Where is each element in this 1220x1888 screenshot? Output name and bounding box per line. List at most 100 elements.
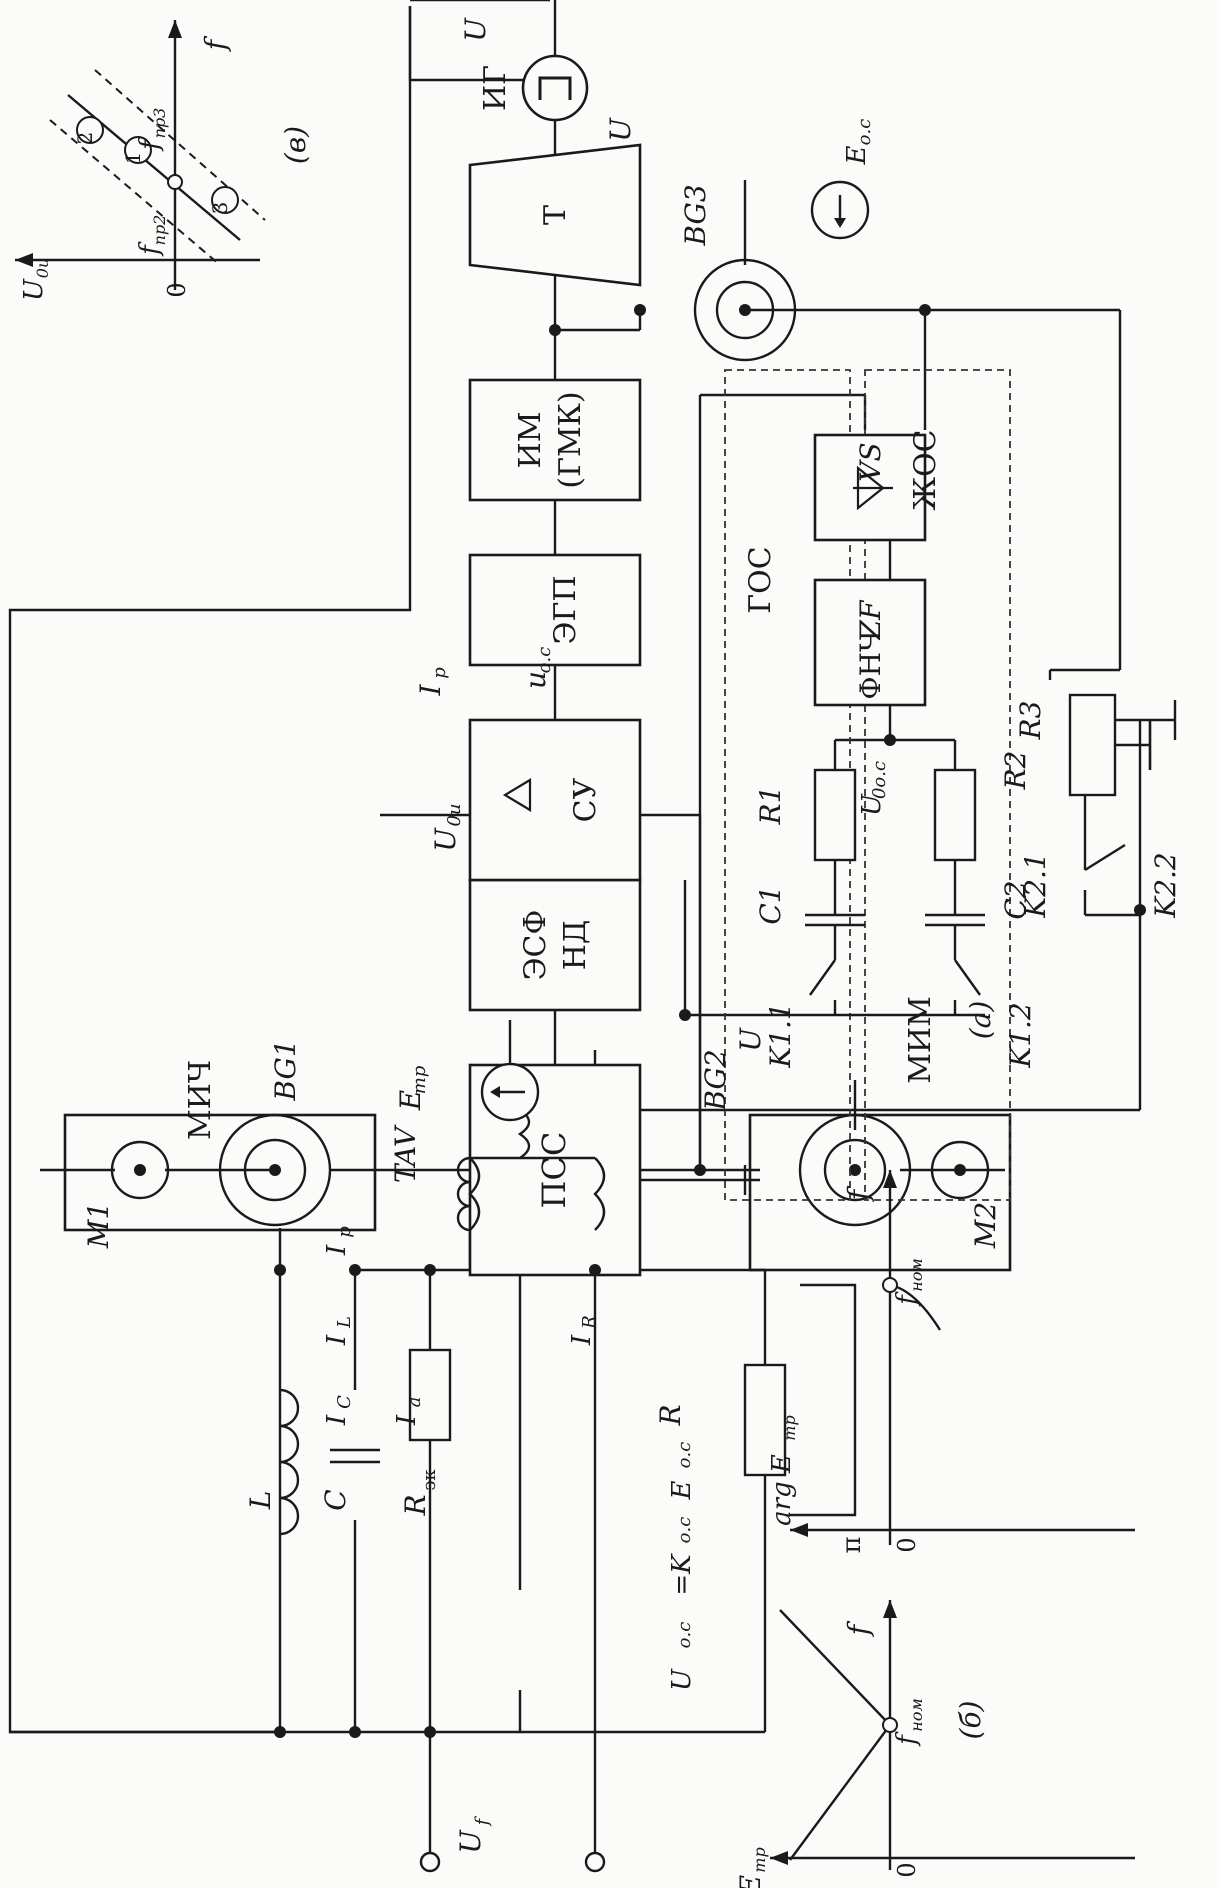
uos-eq-k-sub: о.с bbox=[674, 1517, 695, 1544]
r3-label: R3 bbox=[1014, 701, 1047, 741]
v-line3-label: 3 bbox=[208, 202, 232, 215]
b1-fnom: f bbox=[892, 1731, 922, 1747]
ir-label: I bbox=[567, 1334, 597, 1346]
c1-label: C1 bbox=[754, 885, 787, 924]
su-label: СУ bbox=[568, 777, 603, 822]
v-fpr2-sub: пр2 bbox=[150, 215, 169, 246]
arg-etr-step bbox=[790, 1283, 857, 1517]
etr-label: E bbox=[394, 1090, 427, 1111]
u0i-sub: 0и bbox=[444, 803, 465, 826]
bg1-label: BG1 bbox=[269, 1039, 302, 1101]
rek-resistor bbox=[408, 1348, 452, 1442]
su-amp-triangle bbox=[502, 778, 532, 812]
ic-sub: C bbox=[334, 1395, 355, 1409]
etr-right-branch bbox=[779, 1609, 891, 1726]
u0os-label: U bbox=[857, 793, 887, 816]
ip-su-sub: р bbox=[429, 667, 450, 679]
bg2-outer bbox=[798, 1113, 912, 1227]
m1-circle bbox=[110, 1140, 170, 1200]
m1-label: M1 bbox=[82, 1202, 115, 1249]
r-resistor bbox=[743, 1363, 787, 1477]
etr-left-branch bbox=[789, 1724, 891, 1861]
egp-label: ЭГП bbox=[548, 576, 583, 645]
v-origin: 0 bbox=[163, 282, 191, 297]
v-line2-label: 2 bbox=[73, 132, 97, 145]
gos-label: ГОС bbox=[743, 546, 778, 613]
b2-ylabel: arg E bbox=[767, 1454, 797, 1526]
uf-terminal-1 bbox=[419, 1851, 441, 1873]
b2-ylabel-sub: тр bbox=[780, 1415, 799, 1440]
bg3-dot bbox=[739, 304, 751, 316]
uf-bg3-label: U bbox=[604, 117, 637, 142]
panel-a-label: (а) bbox=[964, 1001, 997, 1040]
wire-layer bbox=[8, 0, 1177, 1862]
rek-sub: эк bbox=[419, 1469, 440, 1491]
m1-dot bbox=[134, 1164, 146, 1176]
m2-circle bbox=[930, 1140, 990, 1200]
bg1-outer bbox=[218, 1113, 332, 1227]
t-turbine bbox=[468, 143, 642, 287]
b2-pi: π bbox=[837, 1536, 867, 1553]
bg3-outer bbox=[693, 258, 797, 362]
uos-eq-e: E bbox=[667, 1480, 697, 1500]
u-os-sub: о.с bbox=[534, 647, 555, 674]
uf-input-label: U bbox=[454, 1829, 487, 1854]
m2-label: M2 bbox=[969, 1202, 1002, 1249]
im-label-2: (ГМК) bbox=[553, 391, 588, 488]
bg1-inner bbox=[243, 1138, 307, 1202]
tav-primary bbox=[456, 1156, 471, 1232]
bg2-label: BG2 bbox=[699, 1049, 732, 1111]
ic-label: I bbox=[322, 1414, 352, 1426]
bg2-dot bbox=[849, 1164, 861, 1176]
v-line-3 bbox=[94, 69, 266, 221]
eos-sub: о.с bbox=[854, 119, 875, 146]
b2-xlabel: f bbox=[842, 1185, 875, 1202]
vs-label: VS bbox=[854, 442, 887, 481]
m2-dot bbox=[954, 1164, 966, 1176]
b2-fnom-sub: ном bbox=[907, 1258, 926, 1291]
v-line1-label: 1 bbox=[121, 152, 145, 165]
ip-label: I bbox=[322, 1244, 352, 1256]
panel-b-label: (б) bbox=[954, 1701, 987, 1740]
v-ylabel-sub: 0и bbox=[33, 258, 52, 278]
b1-ylabel: E bbox=[734, 1875, 767, 1888]
u-os-label: u bbox=[519, 671, 552, 689]
tav-primary-2 bbox=[593, 1157, 606, 1231]
eos-label: E bbox=[842, 145, 872, 165]
eos-meter bbox=[810, 180, 870, 240]
l-inductor bbox=[279, 1388, 300, 1536]
r2-resistor bbox=[933, 768, 977, 862]
c-label: C bbox=[319, 1489, 352, 1510]
ir-sub: R bbox=[579, 1315, 600, 1330]
c2-label: C2 bbox=[999, 880, 1032, 919]
r2-label: R2 bbox=[999, 751, 1032, 791]
uf-input-sub: f bbox=[472, 1815, 493, 1827]
panel-b-graph-2: arg E тр π 0 f f ном bbox=[767, 1170, 1135, 1554]
uf-terminal-2 bbox=[584, 1851, 606, 1873]
k11-label: K1.1 bbox=[764, 1002, 797, 1068]
r1-resistor bbox=[813, 768, 857, 862]
il-label: I bbox=[322, 1334, 352, 1346]
uf-bg2-label: U bbox=[734, 1027, 767, 1052]
b1-fnom-sub: ном bbox=[907, 1698, 926, 1731]
blocks bbox=[63, 54, 1152, 1873]
bg2-inner bbox=[823, 1138, 887, 1202]
fnch-block bbox=[813, 578, 927, 707]
panel-b-graph-1: E тр 0 f f ном bbox=[734, 1600, 1135, 1888]
v-line-2 bbox=[49, 119, 221, 266]
b1-ylabel-sub: тр bbox=[750, 1847, 769, 1872]
su-block bbox=[468, 718, 642, 882]
ia-sub: a bbox=[404, 1397, 425, 1408]
im-label-1: ИМ bbox=[513, 412, 548, 469]
esf-label-1: ЭСФ bbox=[518, 910, 553, 981]
t-label: Т bbox=[538, 205, 573, 225]
ia-label: I bbox=[392, 1414, 422, 1426]
il-sub: L bbox=[334, 1316, 355, 1329]
b1-xlabel: f bbox=[842, 1620, 875, 1637]
mim-label: МИМ bbox=[903, 996, 938, 1084]
b2-origin: 0 bbox=[893, 1537, 921, 1552]
bg1-dot bbox=[269, 1164, 281, 1176]
panel-v-graph: 1 2 3 U 0и 0 f f пр2 f пр3 bbox=[15, 20, 266, 301]
uf-ig-label: U bbox=[459, 17, 492, 42]
